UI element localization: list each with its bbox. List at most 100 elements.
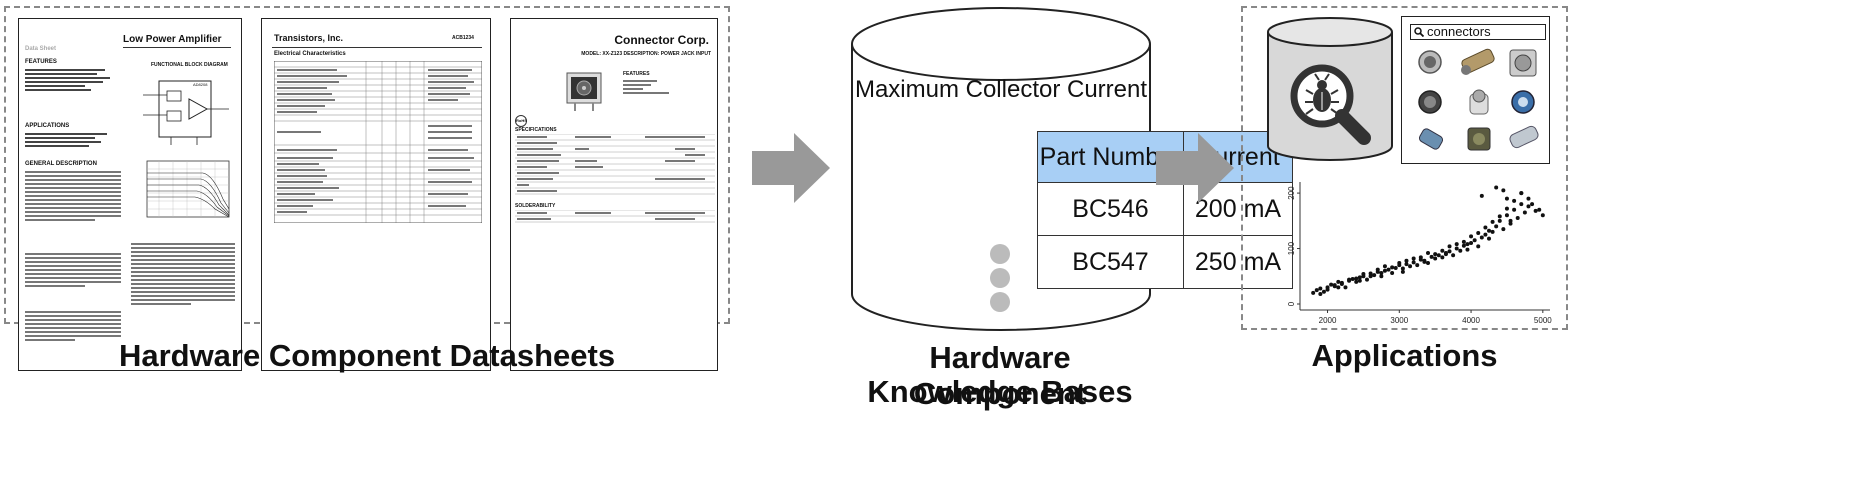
scatter-point — [1379, 270, 1384, 275]
doc1-general-heading: GENERAL DESCRIPTION — [25, 161, 97, 167]
scatter-point — [1311, 290, 1316, 295]
scatter-point — [1332, 283, 1337, 288]
kb-cell-current: 250 mA — [1183, 235, 1293, 289]
bug-search-database-icon — [1267, 17, 1393, 161]
rohs-label: RoHS — [516, 118, 527, 123]
scatter-point — [1519, 202, 1524, 207]
scatter-point — [1426, 260, 1430, 265]
doc1-applications-heading: APPLICATIONS — [25, 123, 70, 129]
scatter-point — [1325, 287, 1330, 292]
search-box[interactable]: connectors — [1410, 24, 1546, 40]
scatter-point — [1393, 265, 1398, 270]
y-tick-label: 100 — [1287, 241, 1296, 255]
scatter-point — [1440, 248, 1445, 253]
scatter-point — [1465, 242, 1470, 247]
scatter-point — [1454, 242, 1459, 247]
doc3-model-line: MODEL: XX-Z123 DESCRIPTION: POWER JACK I… — [581, 51, 711, 57]
kb-cell-part: BC547 — [1037, 235, 1184, 289]
scatter-point — [1512, 198, 1517, 203]
scatter-point — [1318, 292, 1323, 297]
scatter-point — [1490, 219, 1495, 224]
scatter-point — [1433, 252, 1438, 257]
scatter-point — [1508, 218, 1513, 223]
table-row: BC546 200 mA — [1037, 182, 1293, 236]
scatter-point — [1443, 250, 1448, 255]
scatter-point — [1451, 253, 1456, 258]
frequency-response-chart — [146, 160, 230, 218]
search-query: connectors — [1427, 24, 1491, 39]
y-tick-label: 0 — [1287, 301, 1296, 306]
doc3-specs-heading: SPECIFICATIONS — [515, 127, 557, 133]
scatter-point — [1354, 279, 1359, 284]
table-row: BC547 250 mA — [1037, 235, 1293, 289]
electrical-table — [274, 61, 482, 223]
scatter-point — [1469, 241, 1474, 245]
scatter-point — [1390, 265, 1395, 270]
scatter-point — [1476, 244, 1481, 249]
scatter-point — [1400, 269, 1405, 274]
doc2-company: Transistors, Inc. — [274, 33, 344, 43]
scatter-point — [1497, 214, 1502, 219]
scatter-point — [1314, 288, 1319, 293]
scatter-point — [1336, 279, 1341, 284]
doc1-subtitle: Data Sheet — [25, 46, 57, 52]
doc1-title: Low Power Amplifier — [123, 34, 222, 45]
scatter-point — [1418, 255, 1423, 260]
kb-caption-line1: Hardware Component — [913, 340, 1087, 411]
doc3-company: Connector Corp. — [614, 33, 709, 47]
doc1-features-heading: FEATURES — [25, 59, 57, 65]
scatter-point — [1347, 277, 1352, 282]
connector-image — [1418, 50, 1442, 74]
scatter-point — [1487, 228, 1491, 233]
scatter-point — [1504, 196, 1509, 201]
applications-frame — [1241, 6, 1568, 330]
x-tick-label: 2000 — [1319, 316, 1337, 325]
scatter-point — [1339, 282, 1344, 287]
x-tick-label: 3000 — [1390, 316, 1408, 325]
ellipsis-dots-icon — [990, 244, 1010, 312]
doc2-part: ACB1234 — [452, 35, 474, 41]
scatter-point — [1408, 264, 1413, 269]
scatter-point — [1433, 256, 1438, 261]
scatter-point — [1411, 260, 1416, 265]
scatter-point — [1382, 264, 1387, 269]
kb-caption-line2: Knowledge Bases — [867, 374, 1133, 409]
scatter-point — [1519, 191, 1524, 196]
scatter-point — [1458, 248, 1463, 253]
scatter-point — [1490, 229, 1495, 234]
scatter-point — [1504, 206, 1509, 211]
scatter-point — [1361, 272, 1366, 277]
scatter-point — [1447, 244, 1452, 249]
solder-table — [515, 210, 715, 223]
scatter-point — [1515, 216, 1520, 221]
scatter-point — [1321, 289, 1326, 294]
scatter-point — [1497, 218, 1502, 223]
scatter-point — [1382, 268, 1387, 273]
scatter-point — [1365, 277, 1369, 282]
scatter-point — [1318, 286, 1323, 291]
scatter-point — [1415, 263, 1420, 268]
scatter-point — [1504, 213, 1509, 218]
doc1-chip-label: AD8208 — [193, 82, 208, 87]
scatter-point — [1483, 225, 1488, 230]
scatter-point — [1390, 270, 1395, 275]
scatter-point — [1397, 260, 1402, 265]
y-tick-label: 200 — [1287, 186, 1296, 200]
scatter-point — [1386, 267, 1391, 272]
scatter-point — [1461, 239, 1466, 244]
doc2-section: Electrical Characteristics — [274, 51, 346, 57]
scatter-point — [1350, 277, 1355, 282]
scatter-point — [1357, 275, 1362, 280]
scatter-point — [1522, 210, 1527, 215]
scatter-point — [1372, 273, 1377, 278]
specs-table — [515, 134, 715, 195]
scatter-point — [1336, 285, 1341, 290]
scatter-point — [1400, 266, 1405, 271]
scatter-point — [1501, 188, 1506, 193]
scatter-point — [1526, 196, 1531, 201]
scatter-point — [1530, 202, 1535, 207]
scatter-point — [1487, 236, 1491, 241]
scatter-point — [1512, 207, 1517, 212]
scatter-point — [1404, 258, 1409, 263]
